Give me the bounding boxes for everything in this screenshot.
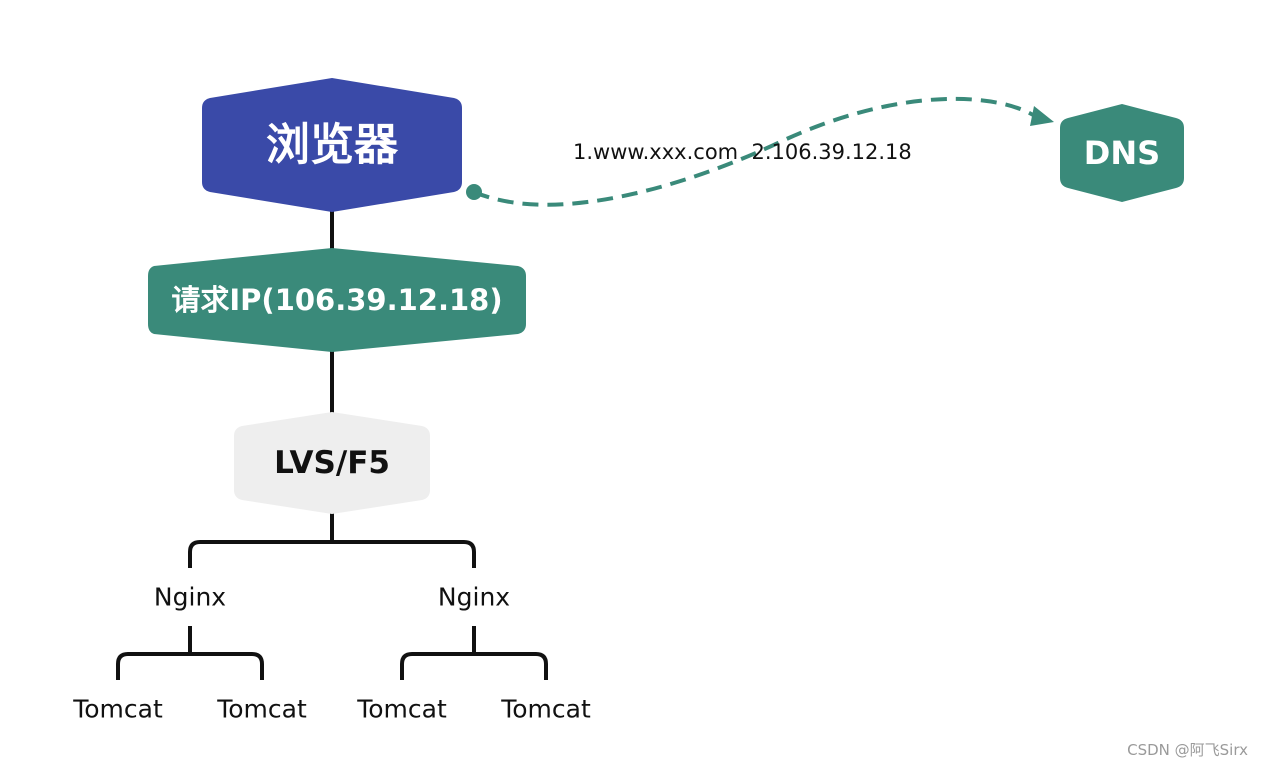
tomcat-label-3: Tomcat — [356, 695, 447, 724]
request-ip-node — [148, 248, 526, 352]
nginx-label-2: Nginx — [438, 583, 510, 612]
browser-node — [202, 78, 462, 212]
browser-label: 浏览器 — [266, 120, 399, 171]
bracket-balancer-nginx — [188, 540, 476, 568]
nginx-label-1: Nginx — [154, 583, 226, 612]
tomcat-label-1: Tomcat — [72, 695, 163, 724]
dns-query-label: 1.www.xxx.com 2.106.39.12.18 — [573, 140, 912, 164]
load-balancer-label: LVS/F5 — [274, 445, 390, 481]
watermark: CSDN @阿飞Sirx — [1127, 741, 1248, 759]
tomcat-label-2: Tomcat — [216, 695, 307, 724]
dns-node — [1060, 104, 1184, 202]
request-ip-label: 请求IP(106.39.12.18) — [171, 283, 502, 317]
tomcat-label-4: Tomcat — [500, 695, 591, 724]
dns-arc-start-dot — [466, 184, 482, 200]
dns-label: DNS — [1084, 134, 1160, 172]
load-balancer-node — [234, 412, 430, 514]
bracket-nginx-1-tomcat — [116, 652, 264, 680]
dns-arc-arrowhead — [1030, 106, 1054, 126]
dns-query-arc — [473, 96, 1040, 207]
bracket-nginx-2-tomcat — [400, 652, 548, 680]
